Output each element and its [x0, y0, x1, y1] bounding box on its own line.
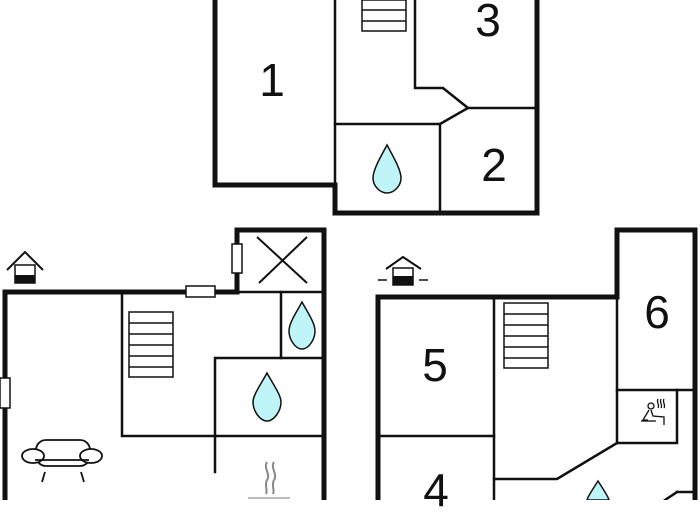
sofa-icon: [21, 439, 103, 483]
stairs-icon: [128, 311, 174, 378]
ground-floor-left-plan: [0, 227, 327, 500]
left-hall-wall: [120, 290, 326, 438]
water-drop-icon: [252, 371, 282, 422]
stairs-icon: [361, 0, 407, 32]
water-drop-icon: [288, 300, 316, 350]
room-label-6: 6: [644, 286, 670, 338]
right-outer-wall: [375, 227, 698, 500]
room-label-5: 5: [422, 339, 448, 391]
room-label-1: 1: [259, 54, 285, 106]
upper-outer-wall: [212, 0, 540, 216]
right-corner-wall: [663, 490, 679, 500]
heat-icon: [248, 461, 290, 499]
room-label-2: 2: [481, 139, 507, 191]
crossed-box-icon: [256, 236, 308, 284]
stairs-icon: [503, 302, 549, 369]
upper-floor-plan: [212, 0, 540, 216]
floor-plan-canvas: [0, 0, 698, 500]
water-drop-icon: [586, 479, 610, 500]
room-label-4: 4: [423, 464, 449, 516]
window: [185, 285, 216, 298]
entrance-icon: [378, 255, 428, 286]
left-bath2-wall: [213, 356, 326, 474]
entrance-icon: [6, 250, 44, 284]
right-sauna-wall: [492, 388, 679, 481]
window: [231, 243, 243, 274]
water-drop-icon: [372, 143, 402, 194]
ground-floor-right-plan: [375, 227, 698, 500]
room-label-3: 3: [475, 0, 501, 46]
sauna-icon: [641, 398, 666, 425]
window: [0, 377, 11, 409]
upper-hall-wall: [333, 0, 471, 126]
